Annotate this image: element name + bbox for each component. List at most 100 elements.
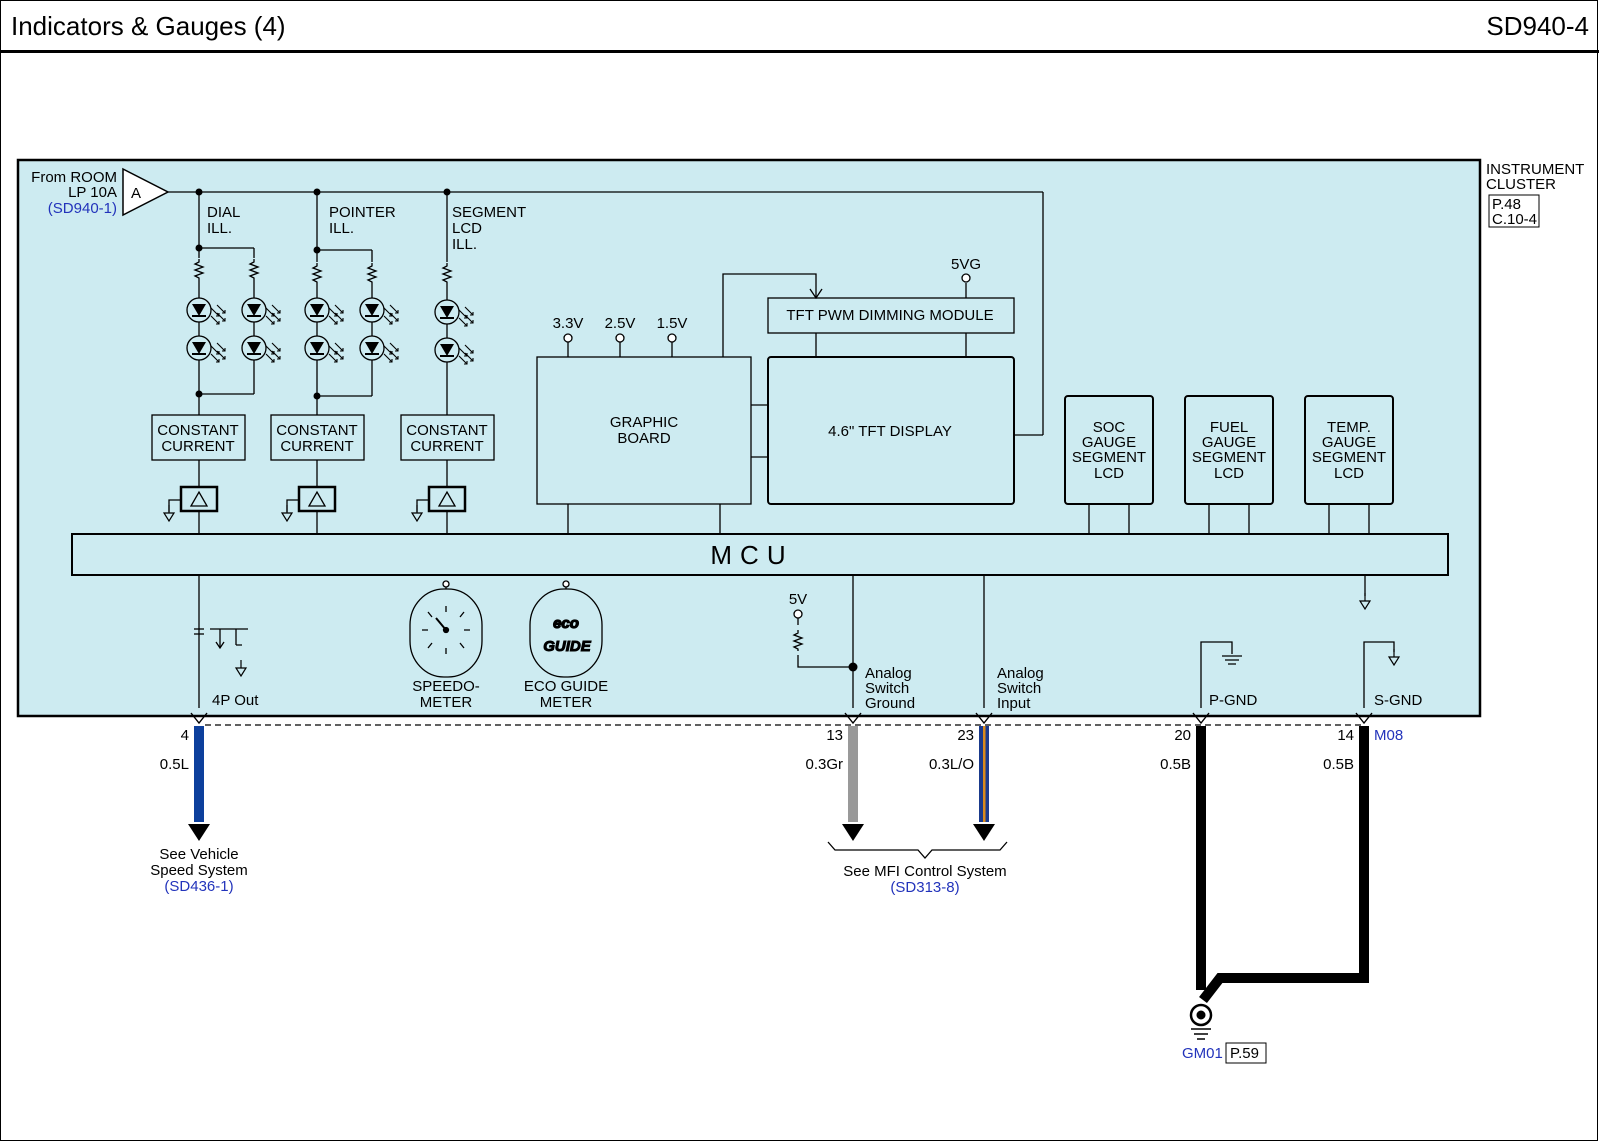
eco-guide-label-line1: ECO GUIDE <box>524 678 608 695</box>
voltage-3v3: 3.3V <box>553 315 584 332</box>
feed-label-line1: From ROOM <box>31 169 117 186</box>
cc1-line1: CONSTANT <box>157 422 238 439</box>
fuel-lcd-line3: SEGMENT <box>1192 449 1266 466</box>
speedometer-label-line1: SPEEDO- <box>412 678 480 695</box>
wire-arrow <box>188 824 210 841</box>
cc2-line1: CONSTANT <box>276 422 357 439</box>
feed-arrow <box>122 167 170 217</box>
wire-orange-stripe <box>983 726 986 822</box>
pwm-wiring <box>722 273 971 458</box>
ground-id: GM01 <box>1182 1045 1223 1062</box>
p-gnd-label: P-GND <box>1209 692 1258 709</box>
s-gnd-label: S-GND <box>1374 692 1423 709</box>
dial-junction-bottom <box>195 390 203 398</box>
junction-pointer <box>313 188 321 196</box>
pin-20: 20 <box>1174 727 1191 744</box>
analog-junction <box>848 662 858 672</box>
page-title: Indicators & Gauges (4) <box>11 11 286 41</box>
connector-id: M08 <box>1374 727 1403 744</box>
wire-gray <box>848 726 858 822</box>
feed-ref: (SD940-1) <box>48 200 117 217</box>
analog-input-line2: Switch <box>997 680 1041 697</box>
pointer-junction-bottom <box>313 392 321 400</box>
analog-ground-line2: Switch <box>865 680 909 697</box>
page-header: Indicators & Gauges (4) SD940-4 <box>1 1 1599 53</box>
analog-ground-line3: Ground <box>865 695 915 712</box>
segment-lcd-boxes <box>1064 395 1394 505</box>
eco-logo-line1: eco <box>553 615 579 632</box>
voltage-2v5: 2.5V <box>605 315 636 332</box>
mfi-ref-line1: See MFI Control System <box>843 863 1006 880</box>
temp-lcd-line1: TEMP. <box>1327 419 1371 436</box>
soc-lcd-line3: SEGMENT <box>1072 449 1146 466</box>
ground-page: P.59 <box>1230 1045 1259 1062</box>
voltage-5vg: 5VG <box>951 256 981 273</box>
cc3-line1: CONSTANT <box>406 422 487 439</box>
segment-ill-line1: SEGMENT <box>452 204 526 221</box>
eco-guide-icon <box>529 580 603 678</box>
dial-ill-line1: DIAL <box>207 204 240 221</box>
mfi-ref-link: (SD313-8) <box>890 879 959 896</box>
cluster-name-line1: INSTRUMENT <box>1486 161 1584 178</box>
pwm-dimming-module-box <box>767 297 1015 334</box>
feed-label-line2: LP 10A <box>68 184 117 201</box>
pin-23: 23 <box>957 727 974 744</box>
pin-14: 14 <box>1337 727 1354 744</box>
4p-out-label: 4P Out <box>212 692 259 709</box>
dial-junction-top <box>195 244 203 252</box>
voltage-1v5: 1.5V <box>657 315 688 332</box>
ground-wires <box>1196 726 1369 1004</box>
wire-blue <box>194 726 204 822</box>
fuel-lcd-line2: GAUGE <box>1202 434 1256 451</box>
tft-display-box <box>767 356 1015 505</box>
ground-point-icon <box>1189 1003 1213 1040</box>
analog-switch-wiring <box>793 575 985 708</box>
graphic-board-line2: BOARD <box>617 430 671 447</box>
mcu-label: MCU <box>710 540 793 570</box>
graphic-board-box <box>536 356 752 505</box>
analog-ground-line1: Analog <box>865 665 912 682</box>
dial-ill-line2: ILL. <box>207 220 232 237</box>
segment-ill-line3: ILL. <box>452 236 477 253</box>
ground-page-box <box>1225 1042 1267 1064</box>
cluster-name-line2: CLUSTER <box>1486 176 1556 193</box>
pwm-dimming-module-label: TFT PWM DIMMING MODULE <box>786 307 993 324</box>
pin-13: 13 <box>826 727 843 744</box>
wire-0-5l: 0.5L <box>160 756 189 773</box>
tft-display-label: 4.6" TFT DISPLAY <box>828 423 952 440</box>
segment-ill-line2: LCD <box>452 220 482 237</box>
temp-lcd-line4: LCD <box>1334 465 1364 482</box>
wire-0-3gr: 0.3Gr <box>805 756 843 773</box>
vss-ref-line1: See Vehicle <box>159 846 238 863</box>
4p-out-transistor <box>194 575 248 708</box>
page-code: SD940-4 <box>1486 11 1589 41</box>
fuel-lcd-line1: FUEL <box>1210 419 1248 436</box>
speedometer-icon <box>409 580 483 678</box>
cluster-connector-ref-line1: P.48 <box>1492 196 1521 213</box>
cluster-connector-ref-line2: C.10-4 <box>1492 211 1537 228</box>
cc1-line2: CURRENT <box>161 438 234 455</box>
vss-ref-line2: Speed System <box>150 862 248 879</box>
eco-logo-line2: GUIDE <box>543 638 592 655</box>
soc-lcd-line2: GAUGE <box>1082 434 1136 451</box>
fuel-lcd-line4: LCD <box>1214 465 1244 482</box>
wire-arrow <box>973 824 995 841</box>
temp-lcd-line2: GAUGE <box>1322 434 1376 451</box>
soc-lcd-line1: SOC <box>1093 419 1126 436</box>
voltage-5v: 5V <box>789 591 807 608</box>
junction-segment <box>443 188 451 196</box>
constant-current-boxes <box>151 414 495 461</box>
cc2-line2: CURRENT <box>280 438 353 455</box>
soc-lcd-line4: LCD <box>1094 465 1124 482</box>
voltage-taps <box>563 333 677 357</box>
temp-lcd-line3: SEGMENT <box>1312 449 1386 466</box>
feed-tag: A <box>131 185 141 202</box>
pointer-ill-line2: ILL. <box>329 220 354 237</box>
eco-guide-label-line2: METER <box>540 694 593 711</box>
analog-input-line3: Input <box>997 695 1031 712</box>
ground-terminals <box>1200 641 1395 708</box>
wire-arrow <box>842 824 864 841</box>
pin-4: 4 <box>181 727 189 744</box>
